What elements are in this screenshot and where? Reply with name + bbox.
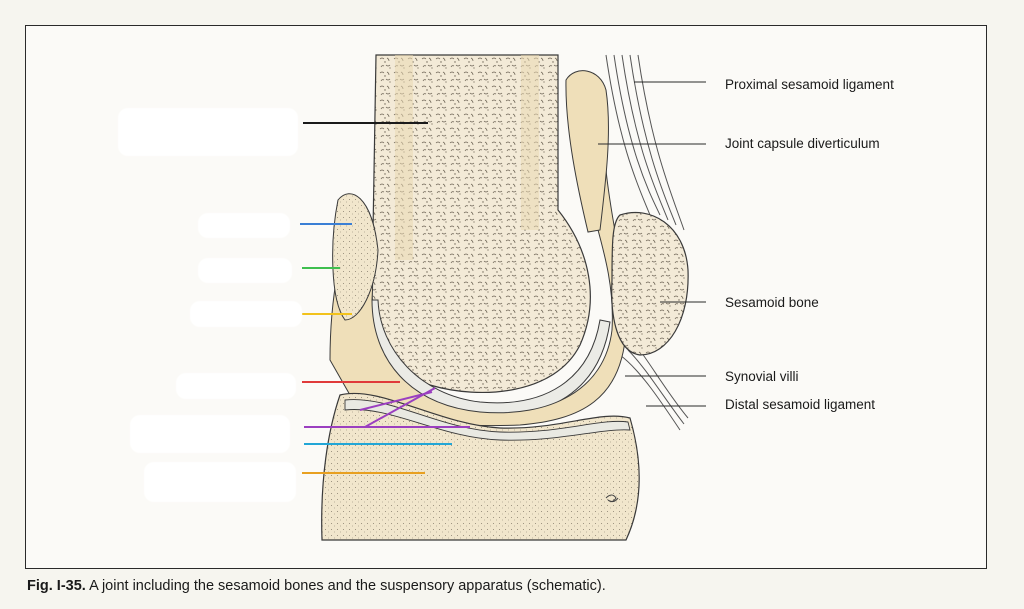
figure-caption: Fig. I-35. A joint including the sesamoi… (27, 578, 606, 594)
figure-number: Fig. I-35. (27, 578, 86, 594)
label-synovial-villi: Synovial villi (725, 369, 799, 384)
hidden-label-mask-3 (198, 258, 292, 283)
hidden-label-mask-2 (198, 213, 290, 238)
figure-caption-text: A joint including the sesamoid bones and… (89, 578, 606, 594)
ligament-fibres (605, 54, 689, 431)
label-distal-sesamoid-ligament: Distal sesamoid ligament (725, 397, 876, 412)
hidden-label-mask-6 (130, 415, 290, 453)
sesamoid-bone-shape (611, 211, 689, 356)
hidden-label-mask-1 (118, 108, 298, 156)
label-joint-capsule-diverticulum: Joint capsule diverticulum (725, 136, 880, 151)
leader-purple-branch-b (359, 391, 433, 411)
label-sesamoid-bone: Sesamoid bone (725, 295, 819, 310)
hidden-label-mask-7 (144, 462, 296, 502)
hidden-label-mask-5 (176, 373, 296, 399)
label-proximal-sesamoid-ligament: Proximal sesamoid ligament (725, 77, 894, 92)
joint-capsule-diverticulum-shape (565, 70, 609, 233)
hidden-label-mask-4 (190, 301, 302, 327)
